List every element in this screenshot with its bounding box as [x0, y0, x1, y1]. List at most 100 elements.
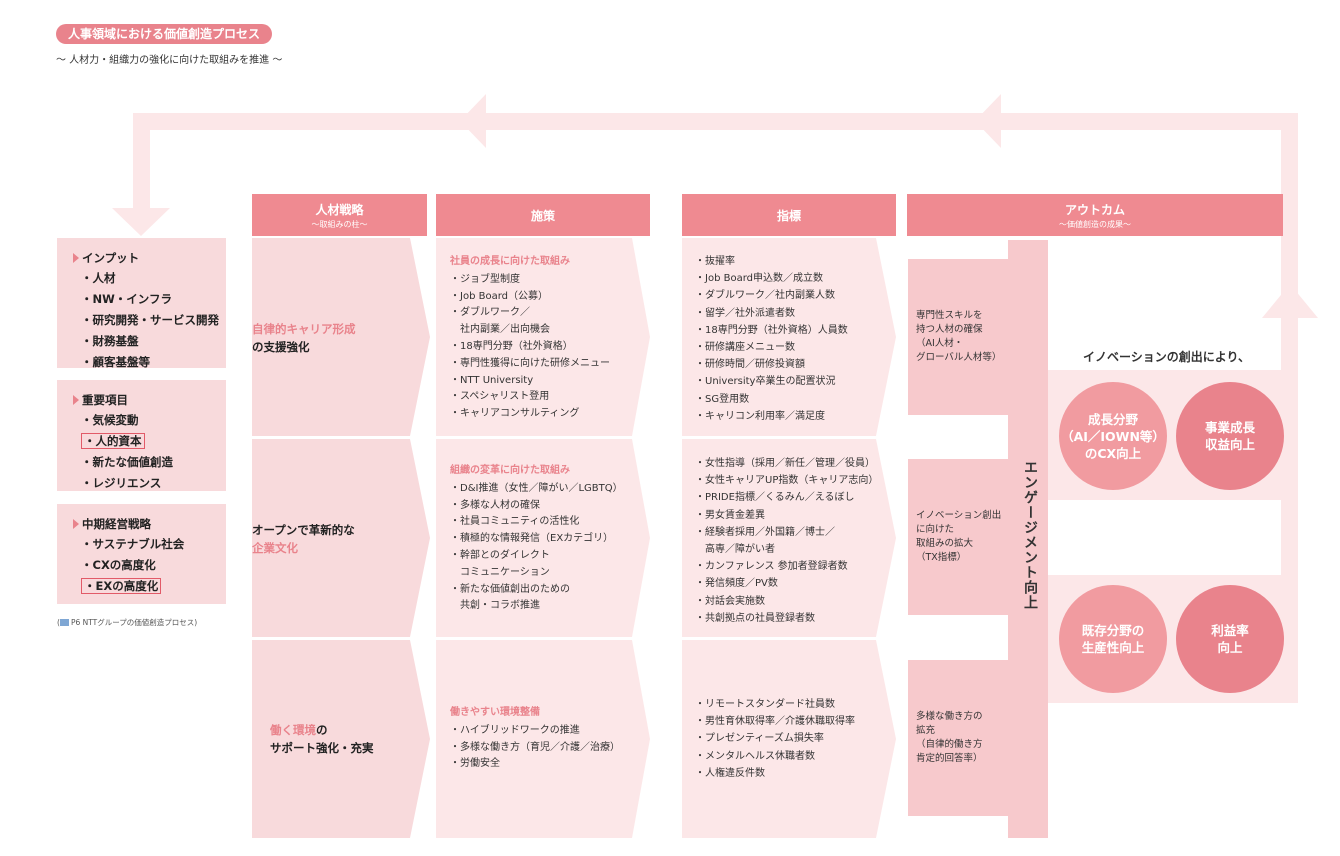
result-line: 事業成長	[1204, 420, 1255, 435]
triangle-icon	[73, 253, 79, 263]
indicator-item: ・対話会実施数	[695, 595, 765, 607]
midterm-heading: 中期経営戦略	[82, 517, 151, 531]
engagement-label: エンゲージメント向上	[1022, 460, 1038, 610]
outcome-box: 専門性スキルを 持つ人材の確保 （AI人材・ グローバル人材等）	[908, 259, 1014, 415]
outcome-line: イノベーション創出	[916, 510, 1002, 521]
measure-item: ・ダブルワーク／	[450, 307, 530, 319]
indicator-item: ・発信頻度／PV数	[695, 578, 778, 590]
measure-item: ・18専門分野（社外資格）	[450, 340, 573, 352]
outcome-line: 拡充	[916, 725, 936, 736]
measures-group: 働きやすい環境整備 ・ハイブリッドワークの推進 ・多様な働き方（育児／介護／治療…	[450, 705, 620, 773]
measures-heading: 組織の変革に向けた取組み	[450, 465, 570, 476]
pillar-career: 自律的キャリア形成 の支援強化	[252, 320, 414, 356]
result-circle-margin: 利益率 向上	[1176, 585, 1284, 693]
input-item: ・NW・インフラ	[81, 292, 172, 306]
measure-item: ・積極的な情報発信（EXカテゴリ）	[450, 533, 614, 545]
indicator-item: ・抜擢率	[695, 256, 735, 267]
indicator-item: ・University卒業生の配置状況	[695, 376, 836, 388]
measure-item: 社内副業／出向機会	[450, 324, 550, 336]
innovation-text: イノベーションの創出により、	[1083, 350, 1251, 364]
indicator-item: ・男性育休取得率／介護休職取得率	[695, 716, 855, 728]
indicator-item: ・Job Board申込数／成立数	[695, 273, 823, 285]
pillar-accent: 働く環境	[270, 723, 316, 737]
result-line: 向上	[1217, 640, 1243, 655]
measure-item: ・社員コミュニティの活性化	[450, 516, 580, 528]
indicator-item: ・研修時間／研修投資額	[695, 359, 805, 371]
header-indicators-label: 指標	[776, 208, 801, 223]
measure-item: ・Job Board（公募）	[450, 290, 548, 302]
header-outcome-sub: ～価値創造の成果～	[1059, 219, 1131, 229]
header-outcome-label: アウトカム	[1064, 202, 1125, 217]
header-measures-label: 施策	[530, 208, 555, 223]
measures-heading: 社員の成長に向けた取組み	[450, 256, 570, 267]
input-item: ・顧客基盤等	[81, 355, 150, 369]
indicator-item: ・研修講座メニュー数	[695, 342, 795, 354]
outcome-line: 専門性スキルを	[916, 310, 983, 321]
indicator-item: ・ダブルワーク／社内副業人数	[695, 290, 835, 302]
outcome-box: イノベーション創出 に向けた 取組みの拡大 （TX指標）	[908, 459, 1014, 615]
input-item: ・人材	[81, 271, 116, 285]
header-strategy: 人材戦略 ～取組みの柱～	[252, 194, 427, 236]
engagement-bar	[1008, 240, 1048, 838]
header-measures: 施策	[436, 194, 650, 236]
indicator-item: ・男女賃金差異	[695, 509, 765, 521]
indicator-item: ・人権違反件数	[695, 767, 765, 779]
measure-item: ・ジョブ型制度	[450, 273, 520, 285]
measure-item: ・幹部とのダイレクト	[450, 549, 550, 561]
indicator-item: 高専／障がい者	[695, 544, 775, 556]
outcome-line: グローバル人材等）	[916, 352, 1002, 363]
outcome-line: （自律的働き方	[916, 739, 983, 750]
pillar-text: オープンで革新的な	[252, 523, 355, 537]
indicators-group: ・抜擢率 ・Job Board申込数／成立数 ・ダブルワーク／社内副業人数 ・留…	[695, 253, 848, 425]
indicator-item: ・プレゼンティーズム損失率	[695, 733, 824, 745]
result-circle-growth: 事業成長 収益向上	[1176, 382, 1284, 490]
indicator-item: ・カンファレンス 参加者登録者数	[695, 561, 848, 573]
page-subtitle: ～ 人材力・組織力の強化に向けた取組みを推進 ～	[56, 55, 283, 66]
measure-item: ・キャリアコンサルティング	[450, 408, 580, 420]
midterm-strategy-box: 中期経営戦略 ・サステナブル社会 ・CXの高度化 ・EXの高度化	[57, 504, 226, 604]
important-item: ・新たな価値創造	[81, 455, 173, 469]
header-strategy-label: 人材戦略	[315, 202, 364, 217]
outcome-line: に向けた	[916, 524, 955, 535]
result-line: のCX向上	[1084, 445, 1142, 461]
measure-item: ・ハイブリッドワークの推進	[450, 724, 580, 736]
measures-group: 社員の成長に向けた取組み ・ジョブ型制度 ・Job Board（公募） ・ダブル…	[450, 254, 610, 423]
result-circle-cx: 成長分野 （AI／IOWN等） のCX向上	[1059, 382, 1167, 490]
measure-item: コミュニケーション	[450, 566, 550, 578]
triangle-icon	[73, 395, 79, 405]
measure-item: ・多様な人材の確保	[450, 499, 540, 511]
outcome-line: （AI人材・	[916, 338, 964, 349]
outcome-line: 持つ人材の確保	[916, 324, 983, 335]
input-heading: インプット	[82, 251, 140, 265]
measures-group: 組織の変革に向けた取組み ・D&I推進（女性／障がい／LGBTQ） ・多様な人材…	[450, 463, 623, 615]
indicator-item: ・メンタルヘルス休職者数	[695, 750, 815, 762]
reference-text: P6 NTTグループの価値創造プロセス)	[70, 618, 198, 627]
indicator-item: ・リモートスタンダード社員数	[695, 699, 835, 710]
page-title: 人事領域における価値創造プロセス	[56, 24, 273, 44]
outcome-line: 多様な働き方の	[916, 711, 983, 722]
outcome-line: （TX指標）	[916, 552, 967, 563]
indicator-item: ・留学／社外派遣者数	[695, 307, 795, 319]
indicator-item: ・女性キャリアUP指数（キャリア志向）	[695, 475, 879, 487]
measure-item: ・スペシャリスト登用	[450, 391, 550, 403]
indicator-item: ・キャリコン利用率／満足度	[695, 410, 825, 422]
pillar-text: の支援強化	[252, 340, 310, 354]
pillar-culture: オープンで革新的な 企業文化	[252, 521, 414, 557]
measure-item: ・労働安全	[450, 758, 500, 770]
result-line: 成長分野	[1087, 411, 1138, 427]
pillar-text: の	[316, 723, 328, 737]
important-item: ・気候変動	[81, 413, 139, 427]
pillar-text: サポート強化・充実	[270, 741, 374, 755]
indicator-item: ・女性指導（採用／新任／管理／役員）	[695, 458, 875, 469]
indicators-group: ・リモートスタンダード社員数 ・男性育休取得率／介護休職取得率 ・プレゼンティー…	[695, 696, 855, 782]
indicators-group: ・女性指導（採用／新任／管理／役員） ・女性キャリアUP指数（キャリア志向） ・…	[695, 455, 878, 627]
indicator-item: ・SG登用数	[695, 393, 750, 405]
result-circle-productivity: 既存分野の 生産性向上	[1059, 585, 1167, 693]
measure-item: 共創・コラボ推進	[450, 600, 540, 612]
result-line: 既存分野の	[1081, 623, 1145, 638]
midterm-item: ・CXの高度化	[81, 558, 156, 572]
header-indicators: 指標	[682, 194, 896, 236]
triangle-icon	[73, 519, 79, 529]
result-line: 利益率	[1211, 623, 1249, 638]
